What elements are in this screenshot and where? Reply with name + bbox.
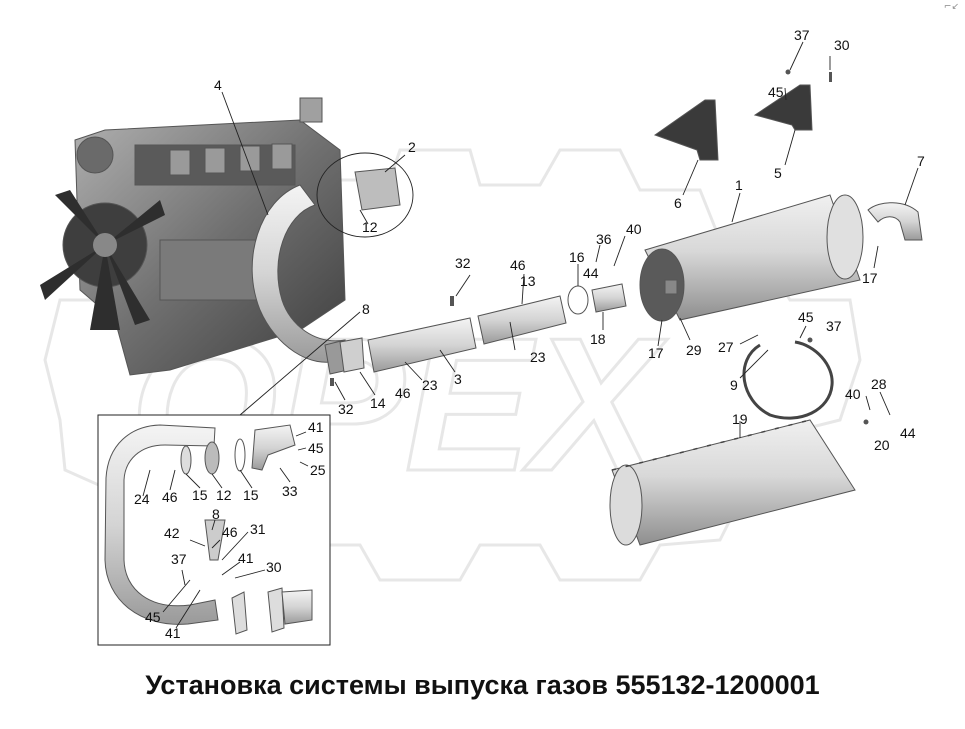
inset-callout-8: 8	[212, 506, 220, 522]
inset-callout-45b: 45	[145, 609, 161, 625]
callout-18: 18	[590, 331, 606, 347]
bolt-part-37	[785, 69, 791, 75]
inset-callout-46a: 46	[162, 489, 178, 505]
inset-callout-24: 24	[134, 491, 150, 507]
callout-37a: 37	[794, 27, 810, 43]
inset-callout-42: 42	[164, 525, 180, 541]
callout-1: 1	[735, 177, 743, 193]
callout-23a: 23	[530, 349, 546, 365]
callout-13: 13	[520, 273, 536, 289]
inset-callout-33: 33	[282, 483, 298, 499]
gasket	[339, 337, 365, 373]
bolt-part-30	[829, 72, 832, 82]
callout-12: 12	[362, 219, 378, 235]
inset-callout-25: 25	[310, 462, 326, 478]
band-clamp-part-9	[742, 340, 834, 420]
callout-46b: 46	[395, 385, 411, 401]
inset-callout-45a: 45	[308, 440, 324, 456]
inset-callout-30: 30	[266, 559, 282, 575]
callout-36: 36	[596, 231, 612, 247]
callout-27: 27	[718, 339, 734, 355]
pipe-part-13	[477, 295, 567, 345]
diagram-title: Установка системы выпуска газов 555132-1…	[145, 670, 820, 700]
callout-45b: 45	[798, 309, 814, 325]
callout-44b: 44	[900, 425, 916, 441]
callout-5: 5	[774, 165, 782, 181]
inset-callout-41c: 41	[165, 625, 181, 641]
bolt-part-32b	[330, 378, 334, 386]
callout-17a: 17	[648, 345, 664, 361]
clamp-part-29	[664, 279, 678, 295]
inset-callout-12: 12	[216, 487, 232, 503]
inset-callout-46b: 46	[222, 524, 238, 540]
bracket-part-5	[753, 84, 813, 131]
pipe-part-3	[367, 317, 477, 373]
inset-callout-41a: 41	[308, 419, 324, 435]
fan	[40, 190, 165, 330]
adapter-part-12	[354, 167, 401, 211]
nut-part-37b	[807, 337, 813, 343]
bolt-part-32	[450, 296, 454, 306]
turbo-detail-circle	[316, 152, 414, 238]
callout-19: 19	[732, 411, 748, 427]
callout-2: 2	[408, 139, 416, 155]
callout-23b: 23	[422, 377, 438, 393]
callout-14: 14	[370, 395, 386, 411]
nut-part-20	[863, 419, 869, 425]
callout-46a: 46	[510, 257, 526, 273]
callout-32b: 32	[338, 401, 354, 417]
callout-6: 6	[674, 195, 682, 211]
callout-3: 3	[454, 371, 462, 387]
callout-4: 4	[214, 77, 222, 93]
callout-40a: 40	[626, 221, 642, 237]
muffler-part-1	[639, 194, 864, 322]
inset-callout-31: 31	[250, 521, 266, 537]
bracket-part-6	[653, 99, 719, 161]
callout-7: 7	[917, 153, 925, 169]
callout-30: 30	[834, 37, 850, 53]
inset-callout-37: 37	[171, 551, 187, 567]
leader-lines	[221, 41, 919, 438]
callout-9: 9	[730, 377, 738, 393]
callout-17b: 17	[862, 270, 878, 286]
corner-mark: ⌐↙	[943, 2, 959, 12]
pipe-part-18	[591, 283, 627, 313]
elbow-part-7	[867, 202, 923, 241]
callout-16: 16	[569, 249, 585, 265]
callout-45a: 45	[768, 84, 784, 100]
callout-28: 28	[871, 376, 887, 392]
callout-20: 20	[874, 437, 890, 453]
callout-8: 8	[362, 301, 370, 317]
callout-37b: 37	[826, 318, 842, 334]
inset-callout-15b: 15	[243, 487, 259, 503]
callout-44a: 44	[583, 265, 599, 281]
callout-labels: 1 2 3 4 5 6 7 8 9 12 13 14 16 17 17 18 1…	[214, 27, 925, 453]
inset-callout-41b: 41	[238, 550, 254, 566]
callout-29: 29	[686, 342, 702, 358]
inset-detail-view: 41 45 25 33 24 46 15 12 15 8 42 46 31 37…	[97, 414, 331, 646]
callout-32a: 32	[455, 255, 471, 271]
heat-shield-part-19	[609, 419, 856, 546]
inset-callout-15a: 15	[192, 487, 208, 503]
callout-40b: 40	[845, 386, 861, 402]
